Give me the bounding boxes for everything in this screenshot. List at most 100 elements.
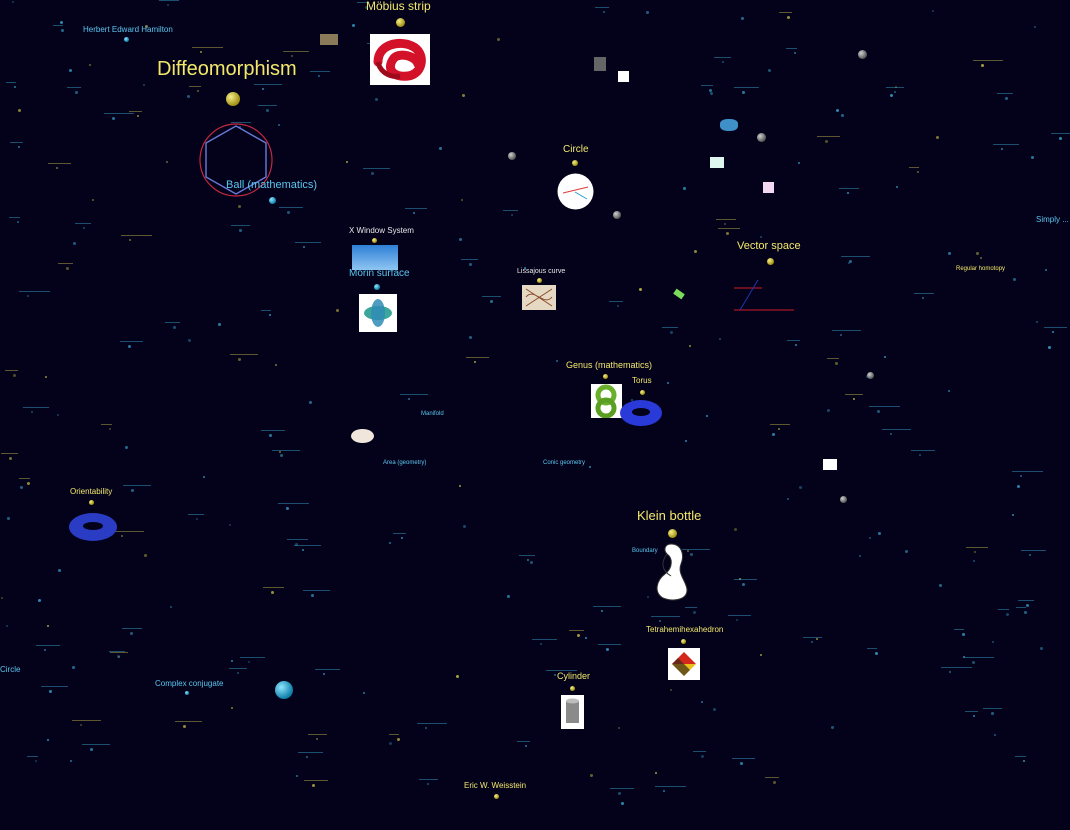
- node-herbert[interactable]: [124, 37, 129, 42]
- node-label-herbert[interactable]: Herbert Edward Hamilton: [83, 25, 173, 34]
- minor-node-label-mark: [765, 777, 779, 778]
- node-label-conic[interactable]: Conic geometry: [543, 460, 586, 466]
- minor-node-dot: [525, 745, 527, 747]
- node-label-lissajous[interactable]: Lissajous curve: [517, 268, 566, 275]
- genus-two-surface-image[interactable]: [591, 384, 622, 418]
- orientability-torus-image[interactable]: [68, 511, 118, 543]
- node-klein[interactable]: [668, 529, 677, 538]
- klein-bottle-image[interactable]: [651, 540, 691, 603]
- node-label-morin[interactable]: Morin surface: [349, 268, 410, 279]
- small-teal-thumbnail[interactable]: [710, 157, 724, 168]
- circle-diagram-image[interactable]: [557, 173, 594, 210]
- node-weisstein[interactable]: [494, 794, 499, 799]
- node-gray-1[interactable]: [858, 50, 867, 59]
- node-label-boundary[interactable]: Boundary: [632, 548, 658, 554]
- minor-node-dot: [884, 356, 886, 358]
- minor-node-label-mark: [261, 310, 271, 311]
- node-label-klein[interactable]: Klein bottle: [637, 508, 702, 523]
- node-label-mobius[interactable]: Möbius strip: [366, 0, 431, 13]
- node-label-vector-space[interactable]: Vector space: [737, 240, 801, 252]
- node-large-cyan[interactable]: [275, 681, 293, 699]
- gray-thumbnail[interactable]: [594, 57, 606, 71]
- minor-node-dot: [853, 398, 855, 400]
- minor-node-label-mark: [120, 341, 143, 342]
- node-label-circle-left[interactable]: Circle: [0, 665, 21, 674]
- morin-surface-image[interactable]: [359, 294, 397, 332]
- minor-node-dot: [795, 344, 797, 346]
- node-genus[interactable]: [603, 374, 608, 379]
- minor-node-label-mark: [121, 235, 152, 236]
- x-window-screenshot[interactable]: [352, 245, 398, 270]
- small-photo-thumbnail[interactable]: [320, 34, 338, 45]
- node-label-tetrahemi[interactable]: Tetrahemihexahedron: [646, 625, 724, 634]
- node-complex-conjugate[interactable]: [185, 691, 189, 695]
- node-label-x-window[interactable]: X Window System: [349, 226, 414, 235]
- node-morin[interactable]: [374, 284, 380, 290]
- minor-node-label-mark: [23, 407, 49, 408]
- minor-node-label-mark: [240, 657, 265, 658]
- node-cylinder[interactable]: [570, 686, 575, 691]
- node-label-cylinder[interactable]: Cylinder: [557, 671, 591, 681]
- node-lissajous[interactable]: [537, 278, 542, 283]
- node-orientability[interactable]: [89, 500, 94, 505]
- node-label-ball[interactable]: Ball (mathematics): [226, 179, 318, 191]
- node-label-regular[interactable]: Regular homotopy: [956, 266, 1006, 272]
- minor-node-dot: [896, 186, 898, 188]
- minor-node-dot: [527, 559, 529, 561]
- node-label-genus[interactable]: Genus (mathematics): [566, 360, 653, 370]
- node-label-simply[interactable]: Simply ...: [1036, 215, 1069, 224]
- minor-node-label-mark: [993, 144, 1019, 145]
- blue-blob-thumbnail[interactable]: [720, 119, 738, 131]
- tetrahemihexahedron-image[interactable]: [668, 648, 700, 680]
- minor-node-dot: [296, 775, 298, 777]
- node-gray-5[interactable]: [867, 372, 874, 379]
- green-strip-thumbnail[interactable]: [673, 288, 685, 300]
- white-thumbnail-2[interactable]: [823, 459, 837, 470]
- minor-node-dot: [459, 238, 462, 241]
- minor-node-dot: [14, 86, 16, 88]
- minor-node-label-mark: [129, 111, 142, 112]
- node-vector-space[interactable]: [767, 258, 774, 265]
- node-label-complex-conjugate[interactable]: Complex conjugate: [155, 679, 224, 688]
- minor-node-dot: [590, 774, 593, 777]
- node-gray-3[interactable]: [508, 152, 516, 160]
- minor-node-dot: [311, 594, 314, 597]
- torus-image[interactable]: [619, 398, 663, 428]
- minor-node-dot: [397, 738, 400, 741]
- node-label-weisstein[interactable]: Eric W. Weisstein: [464, 781, 527, 790]
- node-label-diffeomorphism[interactable]: Diffeomorphism: [157, 58, 297, 80]
- node-gray-6[interactable]: [840, 496, 847, 503]
- node-x-window[interactable]: [372, 238, 377, 243]
- node-label-circle[interactable]: Circle: [563, 144, 589, 155]
- minor-node-dot: [170, 606, 172, 608]
- node-gray-4[interactable]: [613, 211, 621, 219]
- minor-node-dot: [787, 498, 789, 500]
- cylinder-image[interactable]: [561, 695, 584, 729]
- minor-node-dot: [75, 91, 78, 94]
- minor-node-label-mark: [308, 734, 327, 735]
- node-label-manifold[interactable]: Manifold: [421, 411, 444, 417]
- pink-thumbnail[interactable]: [763, 182, 774, 193]
- minor-node-label-mark: [5, 370, 18, 371]
- node-mobius[interactable]: [396, 18, 405, 27]
- node-gray-2[interactable]: [757, 133, 766, 142]
- node-label-orientability[interactable]: Orientability: [70, 487, 113, 496]
- node-diffeomorphism[interactable]: [226, 92, 240, 106]
- node-ball[interactable]: [269, 197, 276, 204]
- ellipse-thumbnail[interactable]: [351, 429, 374, 443]
- minor-node-dot: [878, 532, 881, 535]
- node-torus[interactable]: [640, 390, 645, 395]
- node-label-area[interactable]: Area (geometry): [383, 460, 427, 466]
- node-tetrahemi[interactable]: [681, 639, 686, 644]
- minor-node-label-mark: [954, 629, 964, 630]
- node-circle[interactable]: [572, 160, 578, 166]
- minor-node-dot: [772, 433, 775, 436]
- white-thumbnail-1[interactable]: [618, 71, 629, 82]
- hexagon-graph-image[interactable]: [196, 120, 276, 200]
- mobius-strip-image[interactable]: [370, 34, 430, 85]
- lissajous-curve-image[interactable]: [522, 285, 556, 310]
- minor-node-label-mark: [417, 723, 447, 724]
- node-label-torus[interactable]: Torus: [632, 376, 652, 385]
- vector-diagram-image[interactable]: [728, 274, 798, 319]
